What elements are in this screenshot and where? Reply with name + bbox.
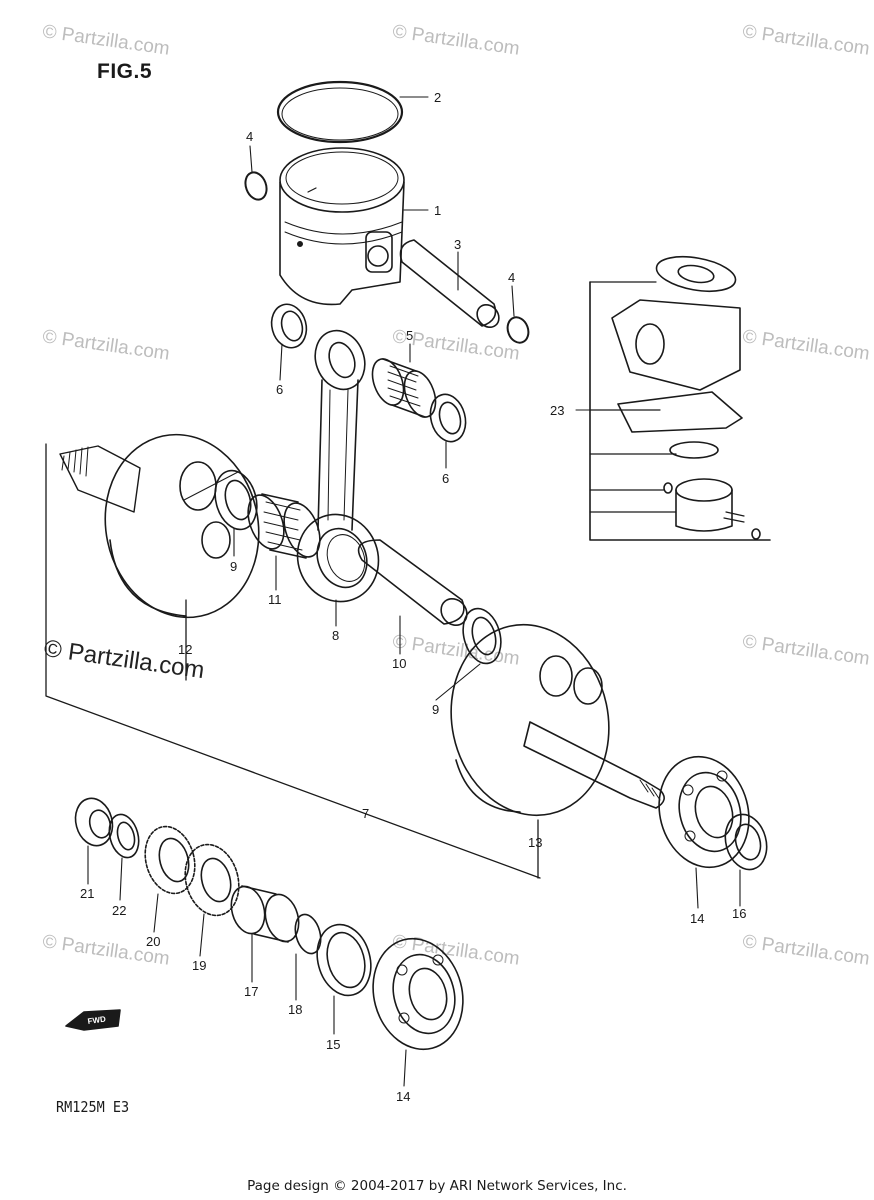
callout-19: 19 bbox=[192, 958, 206, 973]
crankshaft-right-half bbox=[450, 623, 665, 817]
oil-seal bbox=[316, 923, 372, 997]
callout-numbers: 2 1 3 4 4 5 6 6 7 8 9 9 10 11 12 13 14 1… bbox=[80, 90, 746, 1104]
callout-4: 4 bbox=[246, 129, 253, 144]
callout-16: 16 bbox=[732, 906, 746, 921]
figure-title: FIG.5 bbox=[97, 60, 153, 83]
connecting-rod bbox=[296, 329, 380, 603]
callout-9: 9 bbox=[230, 559, 237, 574]
model-code: RM125M E3 bbox=[56, 1098, 130, 1116]
callout-11: 11 bbox=[268, 592, 282, 607]
callout-7: 7 bbox=[362, 806, 369, 821]
callout-10: 10 bbox=[392, 656, 406, 671]
crank-washer bbox=[214, 469, 258, 531]
callout-5: 5 bbox=[406, 328, 413, 343]
primary-drive-gear bbox=[144, 825, 196, 895]
callout-1: 1 bbox=[434, 203, 441, 218]
callout-3: 3 bbox=[454, 237, 461, 252]
gear-washer bbox=[108, 813, 140, 859]
callout-14: 14 bbox=[690, 911, 704, 926]
callout-6: 6 bbox=[276, 382, 283, 397]
crankshaft-left-half bbox=[59, 433, 260, 619]
crankshaft-bearing bbox=[658, 755, 750, 869]
crank-washer bbox=[462, 607, 502, 665]
small-end-needle-bearing bbox=[371, 358, 437, 418]
callout-12: 12 bbox=[178, 642, 192, 657]
o-ring bbox=[294, 913, 322, 955]
oil-seal bbox=[724, 813, 768, 871]
callout-23: 23 bbox=[550, 403, 564, 418]
piston-pin-clip bbox=[506, 316, 530, 344]
thrust-washer bbox=[270, 303, 308, 349]
callout-4: 4 bbox=[508, 270, 515, 285]
leader-lines bbox=[87, 96, 741, 1087]
piston-pin bbox=[399, 239, 500, 329]
crankshaft-spacer bbox=[230, 885, 300, 943]
crank-pin bbox=[357, 539, 468, 627]
callout-13: 13 bbox=[528, 835, 542, 850]
callout-6: 6 bbox=[442, 471, 449, 486]
piston-pin-clip bbox=[244, 171, 268, 201]
callout-9: 9 bbox=[432, 702, 439, 717]
callout-18: 18 bbox=[288, 1002, 302, 1017]
callout-21: 21 bbox=[80, 886, 94, 901]
callout-8: 8 bbox=[332, 628, 339, 643]
fwd-label: FWD bbox=[87, 1015, 107, 1026]
callout-14: 14 bbox=[396, 1089, 410, 1104]
crankshaft-nut bbox=[74, 797, 114, 847]
big-end-needle-bearing bbox=[247, 493, 321, 559]
callout-17: 17 bbox=[244, 984, 258, 999]
callout-2: 2 bbox=[434, 90, 441, 105]
forward-arrow-icon bbox=[65, 1009, 121, 1031]
callout-20: 20 bbox=[146, 934, 160, 949]
drive-gear bbox=[184, 843, 240, 917]
callout-15: 15 bbox=[326, 1037, 340, 1052]
page-footer: Page design © 2004-2017 by ARI Network S… bbox=[247, 1178, 627, 1194]
top-end-parts-set bbox=[589, 255, 771, 541]
piston bbox=[279, 147, 405, 306]
crankshaft-assembly-bracket bbox=[45, 443, 541, 879]
piston-ring bbox=[276, 80, 404, 144]
crankshaft-bearing bbox=[372, 937, 464, 1051]
callout-22: 22 bbox=[112, 903, 126, 918]
thrust-washer bbox=[429, 393, 467, 443]
